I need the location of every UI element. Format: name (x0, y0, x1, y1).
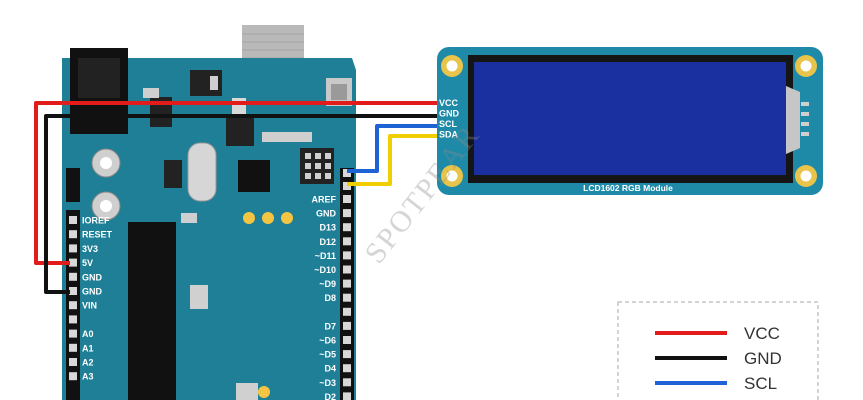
left-pin-hole (69, 244, 77, 253)
right-pin-hole (343, 392, 351, 400)
lcd-pin-label: SDA (439, 130, 459, 140)
legend: VCC GND SCL (617, 301, 819, 400)
legend-label: VCC (744, 324, 780, 343)
right-pin-label: AREF (312, 195, 337, 205)
right-pin-hole (343, 321, 351, 330)
left-pin-label: VIN (82, 301, 97, 311)
right-pin-hole (343, 307, 351, 316)
left-pin-hole (69, 272, 77, 281)
lcd-pin-label: GND (439, 109, 460, 119)
right-pin-hole (343, 293, 351, 302)
right-pin-label: D13 (319, 223, 336, 233)
left-pin-label: 5V (82, 258, 93, 268)
right-pin-label: ~D3 (319, 378, 336, 388)
left-pin-label: A1 (82, 343, 94, 353)
right-pin-label: ~D11 (315, 251, 336, 261)
lcd-pin-label: SCL (439, 119, 458, 129)
left-pin-label: RESET (82, 230, 113, 240)
left-pin-hole (69, 372, 77, 381)
right-pin-label: D8 (324, 293, 336, 303)
legend-label: GND (744, 349, 782, 368)
right-pin-hole (343, 223, 351, 232)
right-pin-hole (343, 350, 351, 359)
right-pin-hole (343, 336, 351, 344)
right-pin-hole (343, 209, 351, 218)
right-pin-label: D4 (324, 364, 336, 374)
crystal (187, 142, 217, 202)
left-pin-hole (69, 315, 77, 324)
right-pin-hole (343, 237, 351, 246)
left-pin-hole (69, 230, 77, 239)
right-pin-label: GND (316, 209, 337, 219)
right-pin-label: D7 (324, 321, 336, 331)
left-pin-hole (69, 301, 77, 310)
scl-wire (347, 124, 437, 173)
left-pin-label: A2 (82, 358, 94, 368)
left-pin-hole (69, 216, 77, 224)
left-pin-label: A3 (82, 372, 94, 382)
left-pin-label: GND (82, 272, 103, 282)
left-pin-label: GND (82, 287, 103, 297)
left-pin-hole (69, 358, 77, 366)
right-pin-hole (343, 279, 351, 288)
left-pin-label: IOREF (82, 216, 110, 226)
mount-holes (441, 55, 817, 187)
left-pin-label: A0 (82, 329, 94, 339)
right-pin-hole (343, 195, 351, 203)
left-pin-hole (69, 329, 77, 338)
right-pin-hole (343, 364, 351, 373)
right-pin-label: D2 (324, 392, 336, 400)
sda-wire (347, 134, 437, 186)
usb-chip (238, 160, 270, 192)
lcd-module-label: LCD1602 RGB Module (583, 183, 673, 193)
right-pin-hole (343, 378, 351, 387)
right-pin-hole (343, 265, 351, 274)
legend-label: SCL (744, 374, 777, 393)
lcd-pin-label: VCC (439, 98, 459, 108)
right-pin-label: ~D10 (314, 265, 336, 275)
right-pin-hole (343, 251, 351, 260)
atmega-chip (128, 222, 176, 400)
right-pin-label: ~D6 (319, 336, 336, 346)
right-pin-label: D12 (319, 237, 336, 247)
gnd-wire (44, 114, 437, 294)
lcd-screen (474, 62, 786, 175)
right-pin-label: ~D5 (319, 350, 336, 360)
status-leds (181, 212, 293, 398)
right-pin-label: ~D9 (319, 279, 336, 289)
vcc-wire (34, 101, 437, 265)
wires (34, 101, 437, 294)
legend-box (617, 301, 819, 400)
left-pin-label: 3V3 (82, 244, 98, 254)
left-pin-hole (69, 343, 77, 352)
left-pin-hole (69, 287, 77, 295)
lcd-connector-flex (786, 86, 800, 154)
left-pin-hole (69, 258, 77, 267)
